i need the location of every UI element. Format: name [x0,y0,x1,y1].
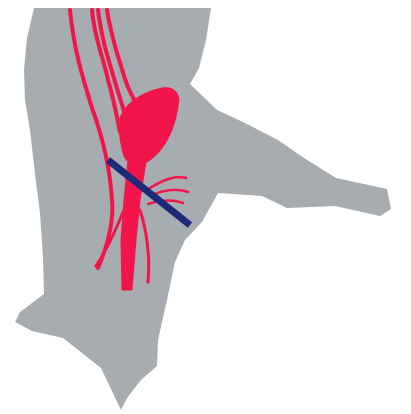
body-silhouette [15,8,391,410]
